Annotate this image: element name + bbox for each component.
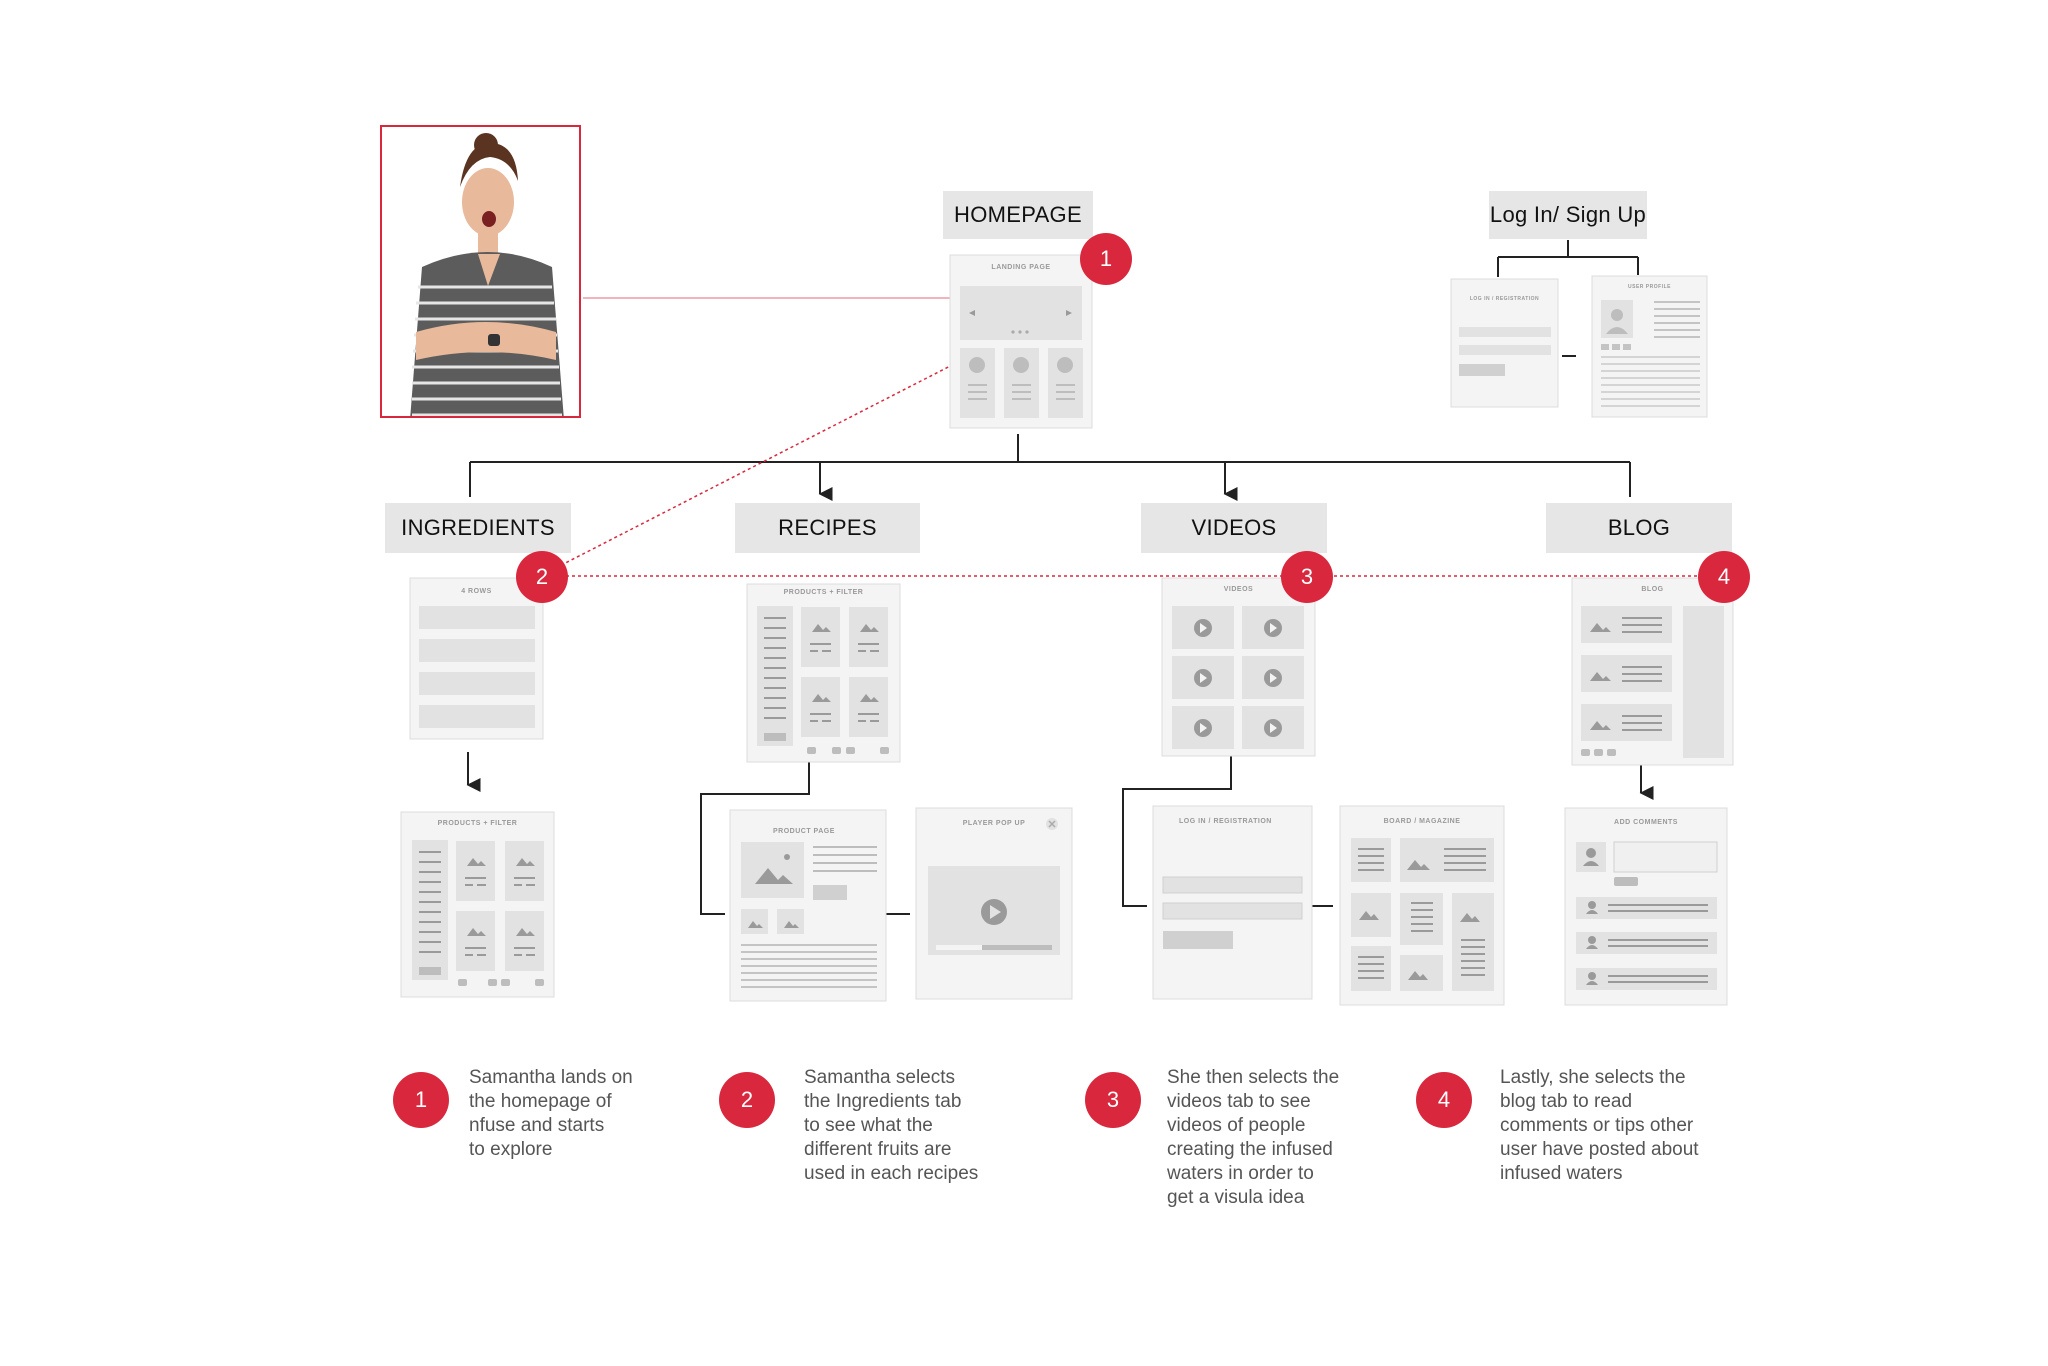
caption-login-small: LOG IN / REGISTRATION: [1451, 296, 1558, 302]
step-3-badge: 3: [1085, 1072, 1141, 1128]
caption-player-popup: PLAYER POP UP: [916, 820, 1072, 827]
caption-login-registration: LOG IN / REGISTRATION: [1153, 818, 1312, 825]
wireframe-user-profile: [1592, 276, 1707, 417]
step-1-badge: 1: [393, 1072, 449, 1128]
caption-board-magazine: BOARD / MAGAZINE: [1340, 818, 1504, 825]
step-1-text: Samantha lands on the homepage of nfuse …: [469, 1066, 679, 1162]
caption-add-comments: ADD COMMENTS: [1565, 819, 1727, 826]
caption-product-page: PRODUCT PAGE: [730, 828, 886, 835]
marker-2: 2: [516, 551, 568, 603]
caption-user-profile: USER PROFILE: [1592, 284, 1707, 290]
wireframe-login-registration: [1153, 806, 1312, 999]
step-2-badge: 2: [719, 1072, 775, 1128]
wireframe-ingredient-rows: [410, 578, 543, 739]
caption-landing-page: LANDING PAGE: [950, 264, 1092, 271]
wireframe-add-comments: [1565, 808, 1727, 1005]
node-blog: BLOG: [1546, 503, 1732, 553]
wireframe-board-magazine: [1340, 806, 1504, 1005]
node-ingredients: INGREDIENTS: [385, 503, 571, 553]
marker-4: 4: [1698, 551, 1750, 603]
caption-products-filter-recipes: PRODUCTS + FILTER: [747, 589, 900, 596]
node-recipes: RECIPES: [735, 503, 920, 553]
marker-3: 3: [1281, 551, 1333, 603]
persona-illustration: [382, 127, 581, 418]
step-4-text: Lastly, she selects the blog tab to read…: [1500, 1066, 1730, 1186]
wireframe-products-filter-recipes: [747, 584, 900, 762]
step-3-text: She then selects the videos tab to see v…: [1167, 1066, 1377, 1210]
wireframe-blog-list: [1572, 578, 1733, 765]
marker-1: 1: [1080, 233, 1132, 285]
wireframe-landing-page: [950, 255, 1092, 428]
node-homepage: HOMEPAGE: [943, 191, 1093, 239]
caption-products-filter-ingredients: PRODUCTS + FILTER: [401, 820, 554, 827]
step-4-badge: 4: [1416, 1072, 1472, 1128]
step-2-text: Samantha selects the Ingredients tab to …: [804, 1066, 1014, 1186]
wireframe-videos-grid: [1162, 578, 1315, 756]
wireframe-products-filter-ingredients: [401, 812, 554, 997]
node-login-signup: Log In/ Sign Up: [1489, 191, 1647, 239]
wireframe-player-popup: [916, 808, 1072, 999]
node-videos: VIDEOS: [1141, 503, 1327, 553]
wireframe-product-page: [730, 810, 886, 1001]
persona-photo: [380, 125, 581, 418]
